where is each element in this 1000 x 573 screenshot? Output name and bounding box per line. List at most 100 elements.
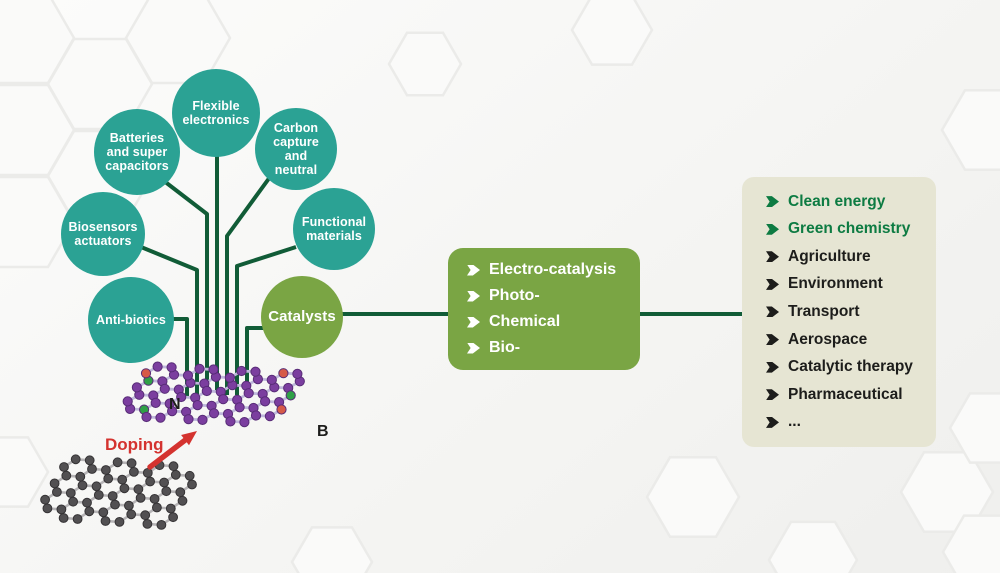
atom xyxy=(155,412,166,423)
atom xyxy=(140,510,151,521)
item-label: ... xyxy=(788,413,801,431)
atom xyxy=(194,363,205,374)
item-label: Clean energy xyxy=(788,192,886,210)
atom xyxy=(87,464,97,474)
catalysis-item: Electro-catalysis xyxy=(448,261,640,279)
atom xyxy=(110,499,120,510)
application-item: Pharmaceutical xyxy=(742,386,936,404)
atom xyxy=(119,483,130,494)
atom xyxy=(167,406,178,417)
atom xyxy=(208,408,220,419)
hexagon-decoration xyxy=(570,0,654,66)
atom xyxy=(58,513,69,523)
hexagon-decoration xyxy=(645,455,741,539)
item-label: Chemical xyxy=(489,313,561,330)
item-label: Electro-catalysis xyxy=(489,261,617,278)
atom xyxy=(56,504,67,515)
item-label: Agriculture xyxy=(788,247,871,265)
atom xyxy=(152,502,162,513)
atom xyxy=(77,480,88,491)
dopant-atom xyxy=(276,404,287,415)
item-label: Catalytic therapy xyxy=(788,358,913,376)
doping-arrow-shaft xyxy=(147,437,188,470)
bubble-batteries-supercapacitors: Batteries and super capacitors xyxy=(94,109,180,195)
catalysis-item: Chemical xyxy=(448,313,640,331)
atom xyxy=(123,500,134,511)
atom xyxy=(107,491,118,501)
bubble-label: Carbon capture and neutral xyxy=(273,120,319,178)
arrowhead-bullet-icon xyxy=(766,196,779,208)
atom xyxy=(61,470,72,481)
atom xyxy=(250,366,261,377)
connector-catalysts-branch xyxy=(245,326,264,390)
atom xyxy=(142,519,153,529)
atom xyxy=(75,471,86,482)
catalysis-item: Photo- xyxy=(448,287,640,305)
atom xyxy=(224,372,235,383)
atom xyxy=(260,396,271,407)
hexagon-decoration xyxy=(948,392,1000,464)
hexagon-decoration xyxy=(0,175,76,269)
atom xyxy=(250,410,262,421)
atom xyxy=(177,495,188,506)
atom xyxy=(168,512,179,523)
arrowhead-bullet-icon xyxy=(766,334,779,346)
atom xyxy=(103,473,114,484)
hexagon-decoration xyxy=(941,514,1000,573)
atom xyxy=(133,484,144,495)
atom xyxy=(159,477,170,488)
atom xyxy=(225,416,236,427)
item-label: Transport xyxy=(788,302,860,320)
bubble-label: Biosensors actuators xyxy=(68,219,138,248)
atom xyxy=(168,461,179,472)
hexagon-decoration xyxy=(290,526,374,573)
atom xyxy=(239,417,250,428)
bubble-anti-biotics: Anti-biotics xyxy=(88,277,174,363)
atom xyxy=(49,478,60,489)
atom xyxy=(149,494,160,504)
arrowhead-bullet-icon xyxy=(766,416,779,428)
atom xyxy=(176,391,187,403)
boron-atom-label: B xyxy=(317,423,329,440)
atom xyxy=(152,361,163,372)
arrowhead-bullet-icon xyxy=(766,251,779,263)
pristine-graphene-sheet xyxy=(40,454,197,530)
atom xyxy=(141,411,152,423)
item-label: Environment xyxy=(788,275,883,293)
atom xyxy=(112,457,123,468)
arrowhead-bullet-icon xyxy=(467,342,480,354)
dopant-atom xyxy=(140,368,152,379)
bubble-catalysts: Catalysts xyxy=(261,276,343,358)
atom xyxy=(114,517,125,527)
atom xyxy=(93,490,104,500)
atom xyxy=(184,470,195,481)
connector-functional-materials-branch xyxy=(235,245,297,395)
atom xyxy=(42,503,53,514)
arrowhead-bullet-icon xyxy=(766,389,779,401)
item-label: Pharmaceutical xyxy=(788,385,903,403)
bubble-biosensors-actuators: Biosensors actuators xyxy=(61,192,145,276)
bubble-label: Batteries and super capacitors xyxy=(105,130,169,174)
atom xyxy=(159,383,170,394)
atom xyxy=(82,497,92,508)
dopant-atom xyxy=(285,390,296,401)
atom xyxy=(182,370,194,381)
application-item: ... xyxy=(742,413,936,431)
bubble-label: Anti-biotics xyxy=(96,312,166,327)
atom xyxy=(183,414,194,425)
atom xyxy=(84,455,95,466)
atom xyxy=(68,496,78,507)
doping-label: Doping xyxy=(105,435,164,454)
atom xyxy=(65,488,76,498)
bubble-label: Catalysts xyxy=(268,307,336,325)
atom xyxy=(40,494,50,505)
connector-carbon-capture-branch xyxy=(225,175,272,395)
hexagon-decoration xyxy=(767,520,859,573)
item-label: Aerospace xyxy=(788,330,868,348)
atom xyxy=(100,516,111,526)
atom xyxy=(161,486,172,497)
